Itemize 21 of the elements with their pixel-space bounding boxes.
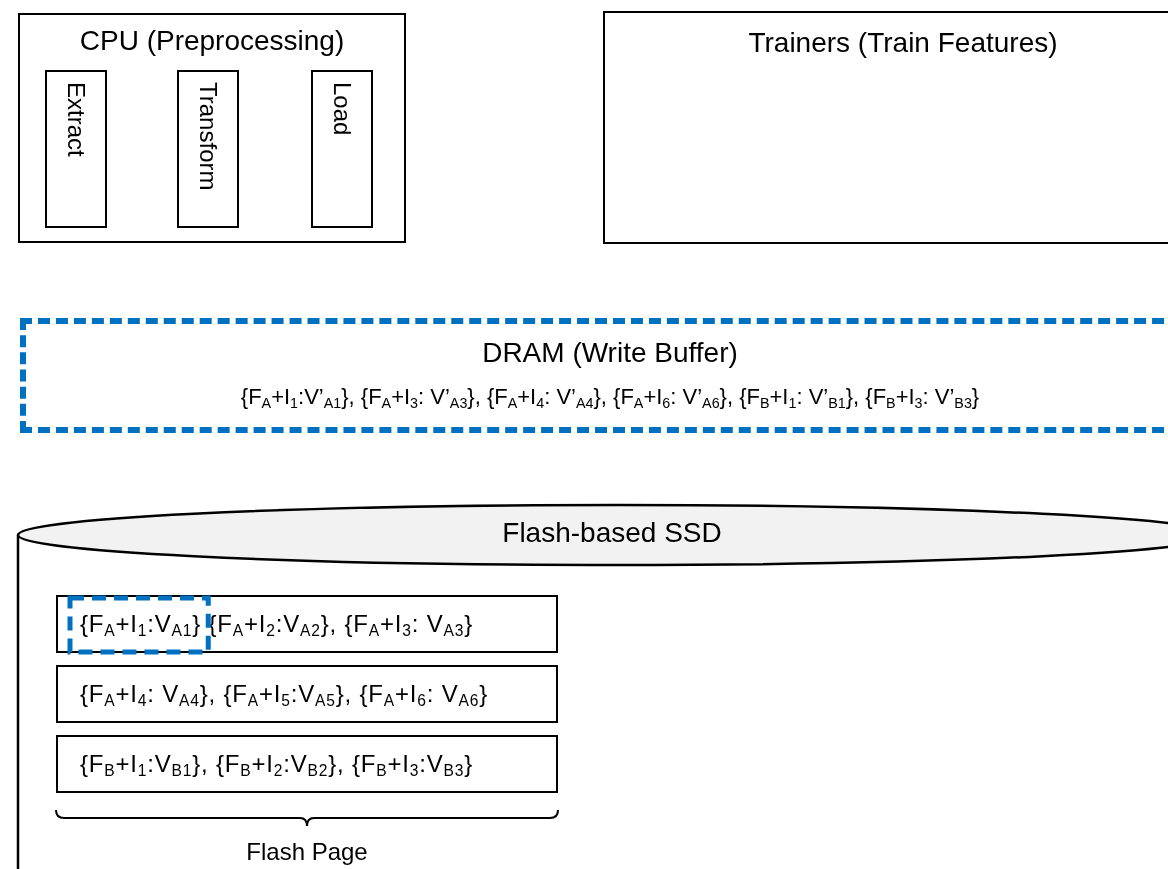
flash-page-row — [56, 595, 558, 653]
trainers-box — [603, 11, 1168, 244]
heading: DRAM (Write Buffer) — [481, 337, 739, 369]
heading: {F$_{A}$+I$_{4}$: V$_{A4}$}, {F$_{A}$+I$_{5}$:V$_{A5}$}, {F$_{A}$+I$_{6}$: V$_{A6}$} — [80, 680, 488, 708]
bracket-label: Flash Page — [245, 838, 369, 866]
process-box — [311, 70, 373, 228]
process-label: Transform — [194, 82, 222, 191]
flash-page-row — [56, 665, 558, 723]
process-label: Extract — [62, 82, 90, 157]
record-list: {F$_{A}$+I$_{1}$:V’$_{A1}$}, {F$_{A}$+I$_{3}$: V’$_{A3}$}, {F$_{A}$+I$_{4}$: V’$_{A4}$}, {F$_{A}$+I$_{6}$: V’$_{A6}$}, {F$_{B}$+I$_{1}$: V’$_{B1}$}, {F$_{B}$+I$_{3}$: V’$_{B3}$} — [36, 384, 1168, 410]
process-box — [45, 70, 107, 228]
flash-page-row — [56, 735, 558, 793]
heading: {F$_{B}$+I$_{1}$:V$_{B1}$}, {F$_{B}$+I$_{2}$:V$_{B2}$}, {F$_{B}$+I$_{3}$:V$_{B3}$} — [80, 750, 474, 778]
heading: CPU (Preprocessing) — [78, 25, 346, 57]
process-box — [177, 70, 239, 228]
heading: Trainers (Train Features) — [747, 27, 1059, 59]
heading: Flash-based SSD — [501, 517, 723, 549]
cpu-box — [18, 13, 406, 243]
process-label: Load — [328, 82, 356, 136]
ssd-cylinder — [18, 505, 1168, 869]
heading: {F$_{A}$+I$_{1}$:V$_{A1}$} {F$_{A}$+I$_{2}$:V$_{A2}$}, {F$_{A}$+I$_{3}$: V$_{A3}$} — [80, 610, 474, 638]
